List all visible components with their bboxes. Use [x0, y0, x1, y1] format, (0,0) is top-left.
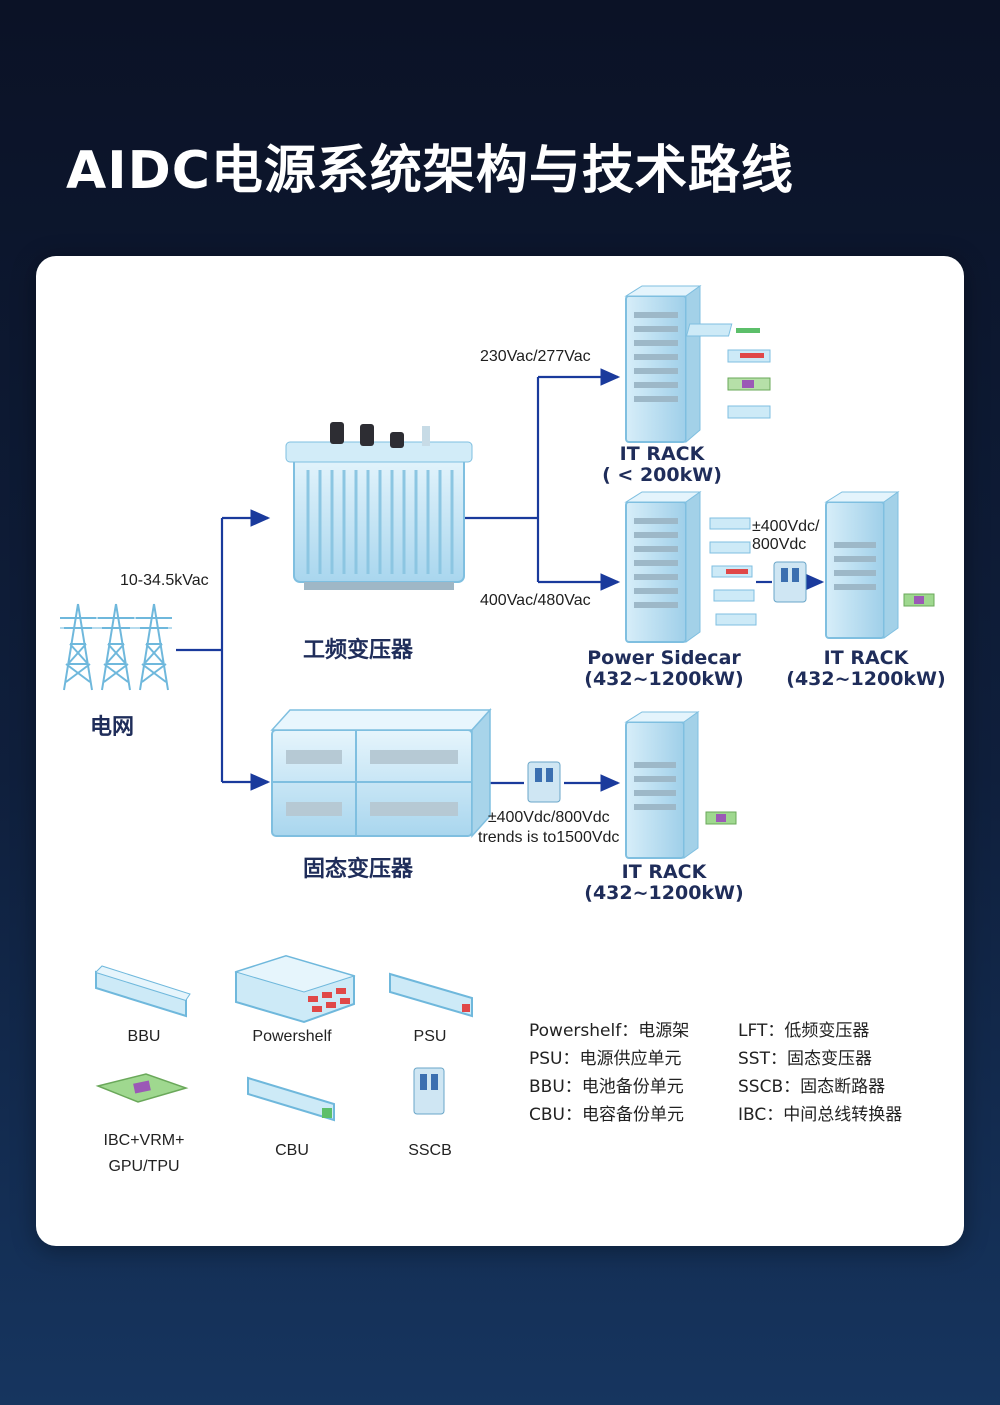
abbr-ibc: IBC：中间总线转换器 — [738, 1105, 903, 1125]
breaker-icon — [413, 1067, 445, 1115]
it-rack-1-label: IT RACK ( < 200kW) — [592, 444, 732, 486]
it-rack-icon — [624, 285, 702, 444]
architecture-diagram — [60, 285, 935, 1122]
sidecar-dc-voltage-1: ±400Vdc/ — [752, 518, 820, 535]
psu-icon — [389, 972, 473, 1018]
it-rack-2-power: (432~1200kW) — [786, 668, 946, 690]
grid-voltage-label: 10-34.5kVac — [120, 572, 209, 589]
powershelf-icon — [234, 954, 356, 1024]
sst-label: 固态变压器 — [303, 857, 414, 882]
legend-chip-label-1: IBC+VRM+ — [103, 1132, 185, 1149]
abbr-lft: LFT：低频变压器 — [738, 1021, 870, 1041]
rack-module-icons — [685, 323, 771, 419]
abbr-sscb: SSCB：固态断路器 — [738, 1077, 886, 1097]
it-rack-3-label: IT RACK (432~1200kW) — [576, 862, 752, 904]
legend-psu-label: PSU — [413, 1028, 447, 1045]
power-sidecar-name: Power Sidecar — [587, 647, 741, 669]
bbu-icon — [95, 965, 191, 1018]
power-sidecar-label: Power Sidecar (432~1200kW) — [576, 648, 752, 690]
sst-branch-voltage: ±400Vdc/800Vdc trends is to1500Vdc — [478, 808, 619, 848]
legend-chip-label-2: GPU/TPU — [108, 1158, 180, 1175]
power-sidecar-icon — [624, 491, 757, 643]
abbr-psu: PSU：电源供应单元 — [529, 1049, 682, 1069]
sst-branch-voltage-1: ±400Vdc/800Vdc — [487, 809, 610, 826]
abbr-bbu: BBU：电池备份单元 — [529, 1077, 684, 1097]
sscb-breaker-icon — [773, 561, 807, 603]
power-sidecar-power: (432~1200kW) — [584, 668, 744, 690]
grid-label: 电网 — [90, 715, 135, 740]
diagram-card: 10-34.5kVac 电网 工频变压器 固态变压器 230Vac/277Vac… — [36, 256, 964, 1246]
it-rack-2-label: IT RACK (432~1200kW) — [778, 648, 954, 690]
ac-branch-voltage: 230Vac/277Vac — [480, 348, 591, 365]
sscb-breaker-icon — [527, 761, 561, 803]
it-rack-1-power: ( < 200kW) — [602, 464, 722, 486]
it-rack-3-power: (432~1200kW) — [584, 882, 744, 904]
lft-label: 工频变压器 — [303, 638, 414, 663]
abbr-powershelf: Powershelf：电源架 — [529, 1021, 690, 1041]
legend-bbu-label: BBU — [127, 1028, 161, 1045]
sst-transformer-icon — [270, 708, 492, 838]
it-rack-icon — [624, 711, 737, 859]
cbu-icon — [247, 1076, 335, 1122]
legend-cbu-label: CBU — [275, 1142, 309, 1159]
page-title: AIDC电源系统架构与技术路线 — [66, 141, 794, 201]
it-rack-2-name: IT RACK — [823, 647, 909, 669]
sidecar-branch-voltage: 400Vac/480Vac — [480, 592, 591, 609]
sidecar-dc-voltage: ±400Vdc/ 800Vdc — [752, 518, 820, 554]
legend-sscb-label: SSCB — [408, 1142, 452, 1159]
sst-branch-voltage-2: trends is to1500Vdc — [478, 829, 620, 846]
connector-lines — [176, 368, 825, 792]
power-tower-icon — [60, 603, 172, 691]
sidecar-dc-voltage-2: 800Vdc — [752, 536, 807, 553]
legend-chip-label: IBC+VRM+ GPU/TPU — [84, 1128, 204, 1180]
chip-board-icon — [95, 1073, 189, 1103]
abbr-sst: SST：固态变压器 — [738, 1049, 872, 1069]
it-rack-3-name: IT RACK — [621, 861, 707, 883]
lft-transformer-icon — [285, 422, 473, 590]
abbr-cbu: CBU：电容备份单元 — [529, 1105, 684, 1125]
it-rack-icon — [824, 491, 935, 639]
it-rack-1-name: IT RACK — [619, 443, 705, 465]
legend-powershelf-label: Powershelf — [252, 1028, 332, 1045]
